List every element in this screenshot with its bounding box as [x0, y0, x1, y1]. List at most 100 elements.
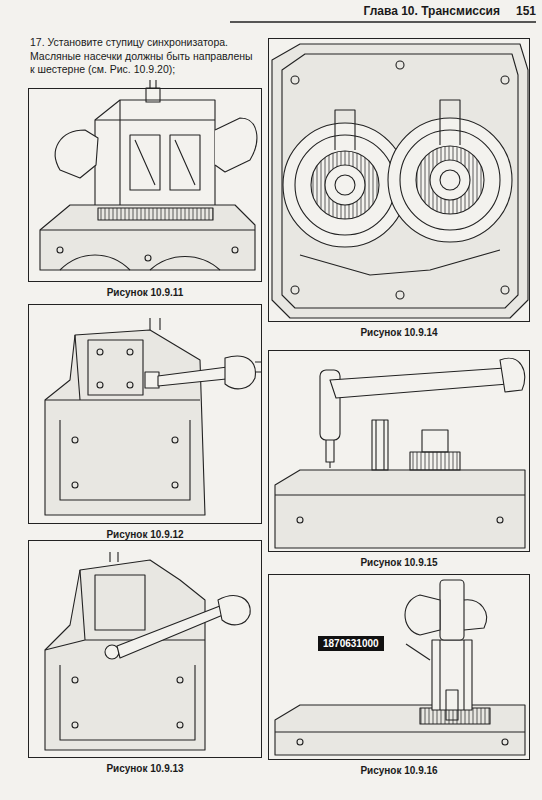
angle-wrench-illustration: [275, 494, 525, 495]
housing-interior-illustration: [295, 135, 395, 235]
ratchet-illustration: [95, 575, 145, 630]
housing-interior-illustration: [440, 170, 460, 190]
gearbox-fixture-illustration: [135, 140, 195, 185]
gearbox-fixture-illustration: [60, 255, 220, 270]
torque-wrench-illustration: [150, 318, 160, 330]
gearbox-fixture-illustration: [40, 205, 255, 270]
ratchet-illustration: [45, 552, 250, 750]
gearbox-fixture-illustration: [40, 80, 257, 270]
ratchet-illustration: [117, 604, 230, 658]
figure-caption: Рисунок 10.9.16: [268, 765, 530, 776]
figure-caption: Рисунок 10.9.13: [28, 763, 262, 774]
header-rule: [230, 21, 536, 22]
housing-interior-illustration: [272, 44, 528, 318]
figure-caption: Рисунок 10.9.12: [28, 529, 262, 540]
housing-interior-illustration: [396, 291, 404, 299]
torque-wrench-illustration: [45, 335, 200, 400]
figure-frame: [28, 304, 262, 524]
gearbox-fixture-illustration: [145, 255, 151, 261]
angle-wrench-illustration: [330, 368, 508, 398]
gearbox-fixture-illustration: [57, 247, 63, 253]
angle-wrench-illustration: [500, 358, 525, 392]
housing-interior-illustration: [272, 44, 528, 318]
drift-hammer-illustration: [405, 595, 440, 635]
angle-wrench-illustration: [410, 452, 460, 470]
ratchet-illustration: [177, 677, 183, 683]
torque-wrench-illustration: [72, 437, 78, 443]
figure-panel: Рисунок 10.9.16 1870631000: [268, 574, 530, 778]
figure-frame: [268, 574, 530, 760]
figure-frame: [28, 88, 262, 282]
gearbox-fixture-illustration: [146, 88, 160, 102]
figure-panel: Рисунок 10.9.15: [268, 350, 530, 570]
chapter-header: Глава 10. Трансмиссия: [300, 4, 500, 18]
tool-number-tag: 1870631000: [318, 636, 384, 651]
drift-hammer-illustration: [440, 640, 464, 710]
figure-panel: Рисунок 10.9.11: [28, 88, 262, 300]
drift-hammer-illustration: [275, 580, 525, 755]
ratchet-illustration: [218, 596, 250, 625]
torque-wrench-illustration: [72, 482, 78, 488]
torque-wrench-illustration: [97, 382, 103, 388]
angle-wrench-illustration: [297, 517, 303, 523]
torque-wrench-illustration: [225, 356, 255, 389]
angle-wrench-illustration: [497, 517, 503, 523]
drift-hammer-illustration: [464, 600, 487, 630]
figure-panel: Рисунок 10.9.13: [28, 540, 262, 776]
ratchet-illustration: [177, 722, 183, 728]
gearbox-fixture-illustration: [150, 80, 156, 88]
page-number: 151: [506, 4, 536, 18]
torque-wrench-illustration: [172, 437, 178, 443]
housing-interior-illustration: [325, 165, 365, 205]
housing-interior-illustration: [396, 61, 404, 69]
torque-wrench-illustration: [45, 318, 262, 515]
housing-interior-illustration: [300, 250, 500, 275]
angle-wrench-illustration: [329, 462, 330, 468]
housing-interior-illustration: [501, 286, 509, 294]
angle-wrench-illustration: [326, 440, 334, 462]
torque-wrench-illustration: [145, 372, 159, 388]
drift-hammer-illustration: [432, 640, 472, 710]
drift-hammer-illustration: [502, 739, 508, 745]
housing-interior-illustration: [311, 151, 379, 219]
torque-wrench-illustration: [88, 340, 143, 395]
instruction-text: 17. Установите ступицу синхронизатора. М…: [30, 36, 260, 77]
drift-hammer-illustration: [275, 705, 525, 755]
torque-wrench-illustration: [127, 382, 133, 388]
torque-wrench-illustration: [172, 482, 178, 488]
ratchet-illustration: [72, 677, 78, 683]
housing-interior-illustration: [501, 76, 509, 84]
drift-hammer-illustration: [406, 644, 430, 660]
torque-wrench-illustration: [127, 349, 133, 355]
illustrations: [40, 22, 536, 755]
ratchet-illustration: [72, 722, 78, 728]
gearbox-fixture-illustration: [215, 118, 257, 172]
gearbox-fixture-illustration: [95, 100, 215, 205]
figure-frame: [268, 350, 530, 552]
housing-interior-illustration: [282, 54, 518, 308]
housing-interior-illustration: [335, 100, 460, 150]
part-number: 1870631000: [323, 638, 379, 649]
gearbox-fixture-illustration: [232, 247, 238, 253]
housing-interior-illustration: [335, 175, 355, 195]
figure-caption: Рисунок 10.9.11: [28, 287, 262, 298]
housing-interior-illustration: [388, 118, 512, 242]
gearbox-fixture-illustration: [98, 208, 213, 220]
angle-wrench-illustration: [275, 358, 525, 548]
housing-interior-illustration: [291, 286, 299, 294]
figure-frame: [28, 540, 262, 758]
figure-caption: Рисунок 10.9.15: [268, 557, 530, 568]
torque-wrench-illustration: [97, 349, 103, 355]
angle-wrench-illustration: [422, 430, 448, 452]
ratchet-illustration: [110, 552, 118, 562]
drift-hammer-illustration: [275, 731, 525, 732]
figure-panel: Рисунок 10.9.12: [28, 304, 262, 542]
housing-interior-illustration: [430, 160, 470, 200]
drift-hammer-illustration: [446, 690, 458, 720]
housing-interior-illustration: [400, 130, 500, 230]
ratchet-illustration: [60, 665, 195, 740]
torque-wrench-illustration: [45, 330, 205, 515]
gearbox-fixture-illustration: [40, 229, 255, 230]
gearbox-fixture-illustration: [95, 100, 215, 205]
